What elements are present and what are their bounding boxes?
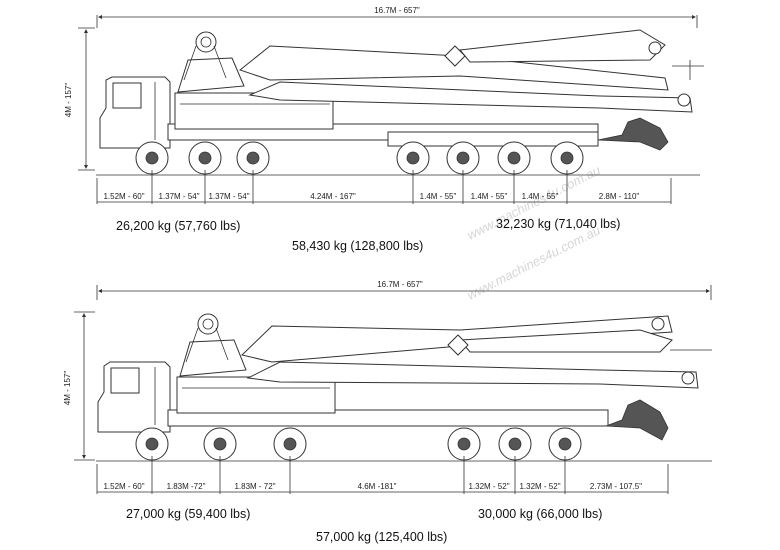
bottom-boom-section-3 (458, 329, 673, 353)
top-diagram: 16.7M - 657" 4M - 157" (64, 6, 704, 253)
top-rear-weight: 32,230 kg (71,040 lbs) (496, 217, 620, 231)
bottom-height: 4M - 157" (63, 371, 72, 406)
top-total-weight: 58,430 kg (128,800 lbs) (292, 239, 423, 253)
bottom-total-weight: 57,000 kg (125,400 lbs) (316, 530, 447, 544)
bottom-rear-outrigger (605, 399, 669, 441)
top-spacing-2: 1.37M - 54" (158, 192, 199, 201)
top-front-weight: 26,200 kg (57,760 lbs) (116, 219, 240, 233)
top-height: 4M - 157" (64, 83, 73, 118)
bottom-spacing-5: 1.32M - 52" (468, 482, 509, 491)
bottom-overall-length: 16.7M - 657" (377, 280, 423, 289)
top-overall-length: 16.7M - 657" (374, 6, 420, 15)
top-boom-section-2 (248, 81, 693, 113)
top-spacing-3: 1.37M - 54" (208, 192, 249, 201)
bottom-boom-section-2 (246, 361, 699, 389)
top-spacing-1: 1.52M - 60" (103, 192, 144, 201)
bottom-spacing-1: 1.52M - 60" (103, 482, 144, 491)
top-boom-section-1 (238, 45, 669, 91)
bottom-boom-turret (179, 339, 247, 377)
bottom-rear-weight: 30,000 kg (66,000 lbs) (478, 507, 602, 521)
top-boom-section-3 (459, 29, 666, 63)
top-spacing-6: 1.4M - 55" (471, 192, 508, 201)
bottom-spacing-2: 1.83M -72" (167, 482, 206, 491)
bottom-spacing-4: 4.6M -181" (358, 482, 397, 491)
bottom-spacing-6: 1.32M - 52" (519, 482, 560, 491)
top-spacing-ticks (96, 170, 672, 204)
bottom-spacing-ticks (96, 456, 669, 494)
top-boom-turret (177, 57, 245, 93)
bottom-front-weight: 27,000 kg (59,400 lbs) (126, 507, 250, 521)
top-rear-outrigger (597, 117, 669, 151)
bottom-wheels (135, 427, 582, 461)
top-spacing-5: 1.4M - 55" (420, 192, 457, 201)
bottom-chassis (167, 409, 609, 427)
top-wheels (135, 141, 584, 175)
bottom-spacing-7: 2.73M - 107.5" (590, 482, 642, 491)
bottom-diagram: 16.7M - 657" 4M - 157" (63, 280, 712, 544)
bottom-spacing-3: 1.83M - 72" (234, 482, 275, 491)
top-spacing-4: 4.24M - 167" (310, 192, 356, 201)
top-spacing-7: 1.4M - 55" (522, 192, 559, 201)
top-spacing-8: 2.8M - 110" (599, 192, 640, 201)
